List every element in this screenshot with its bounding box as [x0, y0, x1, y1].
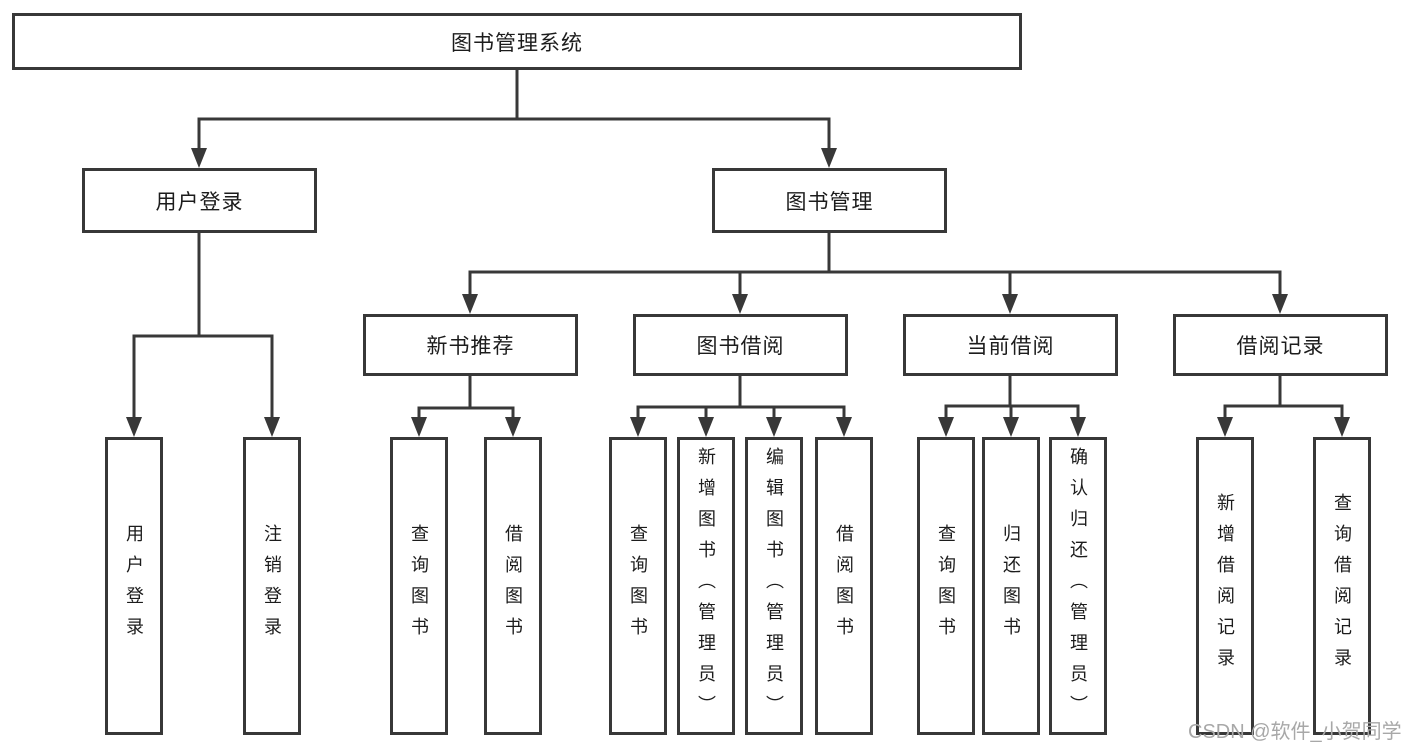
node-user-login: 用户登录: [82, 168, 317, 233]
node-library-management-system: 图书管理系统: [12, 13, 1022, 70]
node-label: 查询图书: [628, 524, 648, 648]
leaf-query-books-current: 查询图书: [917, 437, 975, 735]
leaf-user-login: 用户登录: [105, 437, 163, 735]
node-label: 借阅图书: [503, 524, 523, 648]
node-label: 注销登录: [262, 524, 282, 648]
node-label: 新书推荐: [426, 335, 515, 358]
leaf-logout-login: 注销登录: [243, 437, 301, 735]
node-book-management: 图书管理: [712, 168, 947, 233]
node-label: 当前借阅: [966, 335, 1055, 358]
leaf-query-books-recommend: 查询图书: [390, 437, 448, 735]
leaf-query-books-borrowing: 查询图书: [609, 437, 667, 735]
node-book-borrowing: 图书借阅: [633, 314, 848, 376]
leaf-edit-books-admin: 编辑图书（管理员）: [745, 437, 803, 735]
node-label: 编辑图书（管理员）: [764, 446, 784, 726]
leaf-borrow-books-borrowing: 借阅图书: [815, 437, 873, 735]
node-new-book-recommendation: 新书推荐: [363, 314, 578, 376]
node-label: 新增图书（管理员）: [696, 446, 716, 726]
arrowheads: [126, 148, 1350, 437]
node-label: 图书管理: [785, 190, 874, 214]
node-current-borrowing: 当前借阅: [903, 314, 1118, 376]
node-label: 查询借阅记录: [1332, 493, 1352, 679]
node-label: 确认归还（管理员）: [1068, 446, 1088, 726]
leaf-return-books: 归还图书: [982, 437, 1040, 735]
leaf-add-books-admin: 新增图书（管理员）: [677, 437, 735, 735]
node-label: 用户登录: [155, 190, 244, 214]
node-label: 归还图书: [1001, 524, 1021, 648]
node-label: 查询图书: [936, 524, 956, 648]
node-label: 图书借阅: [696, 335, 785, 358]
node-label: 借阅图书: [834, 524, 854, 648]
leaf-confirm-return-admin: 确认归还（管理员）: [1049, 437, 1107, 735]
leaf-add-borrow-record: 新增借阅记录: [1196, 437, 1254, 735]
leaf-borrow-books-recommend: 借阅图书: [484, 437, 542, 735]
node-label: 查询图书: [409, 524, 429, 648]
node-label: 借阅记录: [1236, 335, 1325, 358]
node-label: 图书管理系统: [451, 31, 583, 55]
node-label: 用户登录: [124, 524, 144, 648]
leaf-query-borrow-record: 查询借阅记录: [1313, 437, 1371, 735]
node-borrowing-records: 借阅记录: [1173, 314, 1388, 376]
node-label: 新增借阅记录: [1215, 493, 1235, 679]
